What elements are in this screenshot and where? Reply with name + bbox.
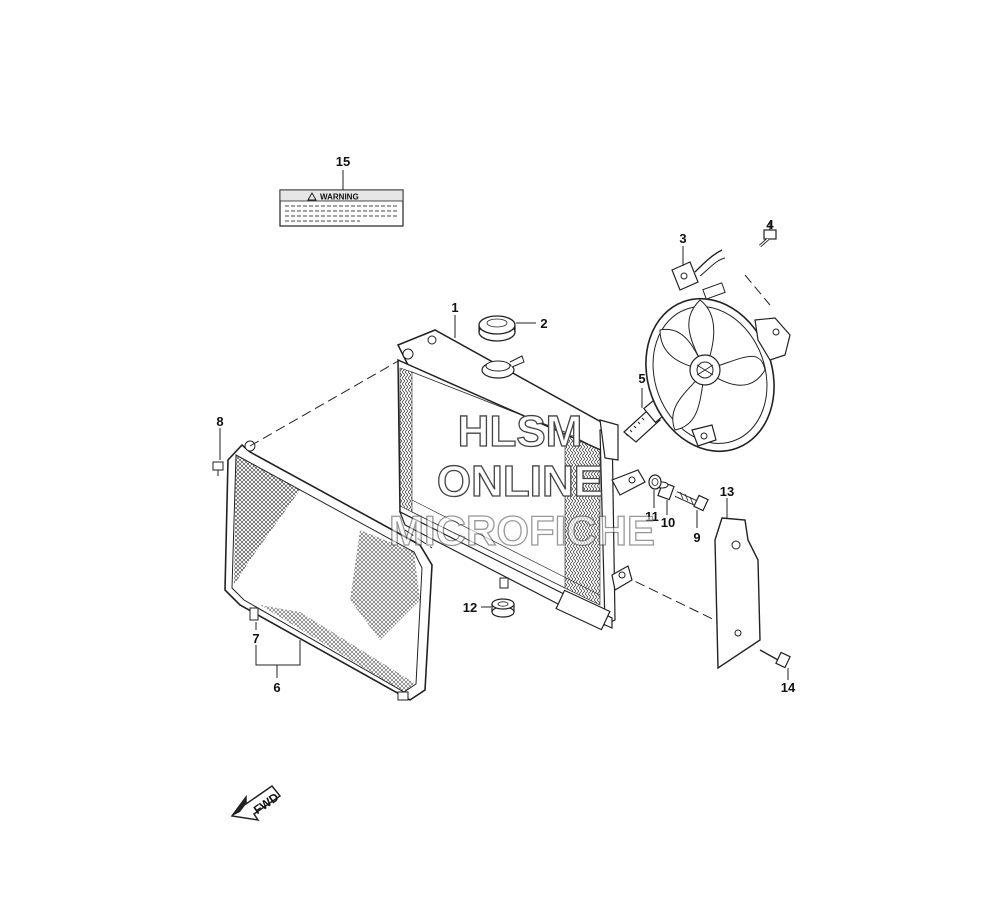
watermark-line-3: MICROFICHE [389,507,655,554]
radiator-cap [478,315,516,342]
callout-2: 2 [540,316,547,331]
side-cover-plate [714,517,761,670]
thermo-switch [623,395,667,443]
screw-part-8 [212,461,224,476]
grommet-part-12 [491,598,515,618]
warning-triangle-icon [307,192,317,201]
cooling-fan [645,249,791,453]
warning-label-text: WARNING [320,193,359,202]
watermark-line-1: HLSM [458,407,583,456]
callout-13: 13 [720,484,734,499]
callout-14: 14 [781,680,796,695]
callout-4: 4 [766,217,774,232]
bolt-part-4 [759,229,777,248]
callout-10: 10 [661,515,675,530]
bolt-part-9 [674,491,709,512]
watermark: HLSM ONLINE MICROFICHE [388,406,655,554]
grommet-part-11 [648,474,662,490]
callout-labels: 1 2 3 4 5 6 7 8 9 10 11 12 13 14 15 [216,154,796,695]
bolt-part-14 [759,649,791,669]
callout-8: 8 [216,414,223,429]
callout-5: 5 [638,371,645,386]
callout-3: 3 [679,231,686,246]
callout-7: 7 [252,631,259,646]
assembly-lines [249,274,771,626]
clip-part-7 [249,607,259,621]
radiator-guard [224,440,433,701]
callout-6: 6 [273,680,280,695]
warning-label: WARNING [279,189,404,227]
callout-9: 9 [693,530,700,545]
callout-12: 12 [463,600,477,615]
callout-11: 11 [645,509,659,524]
callout-15: 15 [336,154,350,169]
radiator [396,329,646,631]
watermark-line-2: ONLINE [437,457,603,506]
callout-1: 1 [451,300,458,315]
forward-direction-arrow: FWD [230,784,282,822]
